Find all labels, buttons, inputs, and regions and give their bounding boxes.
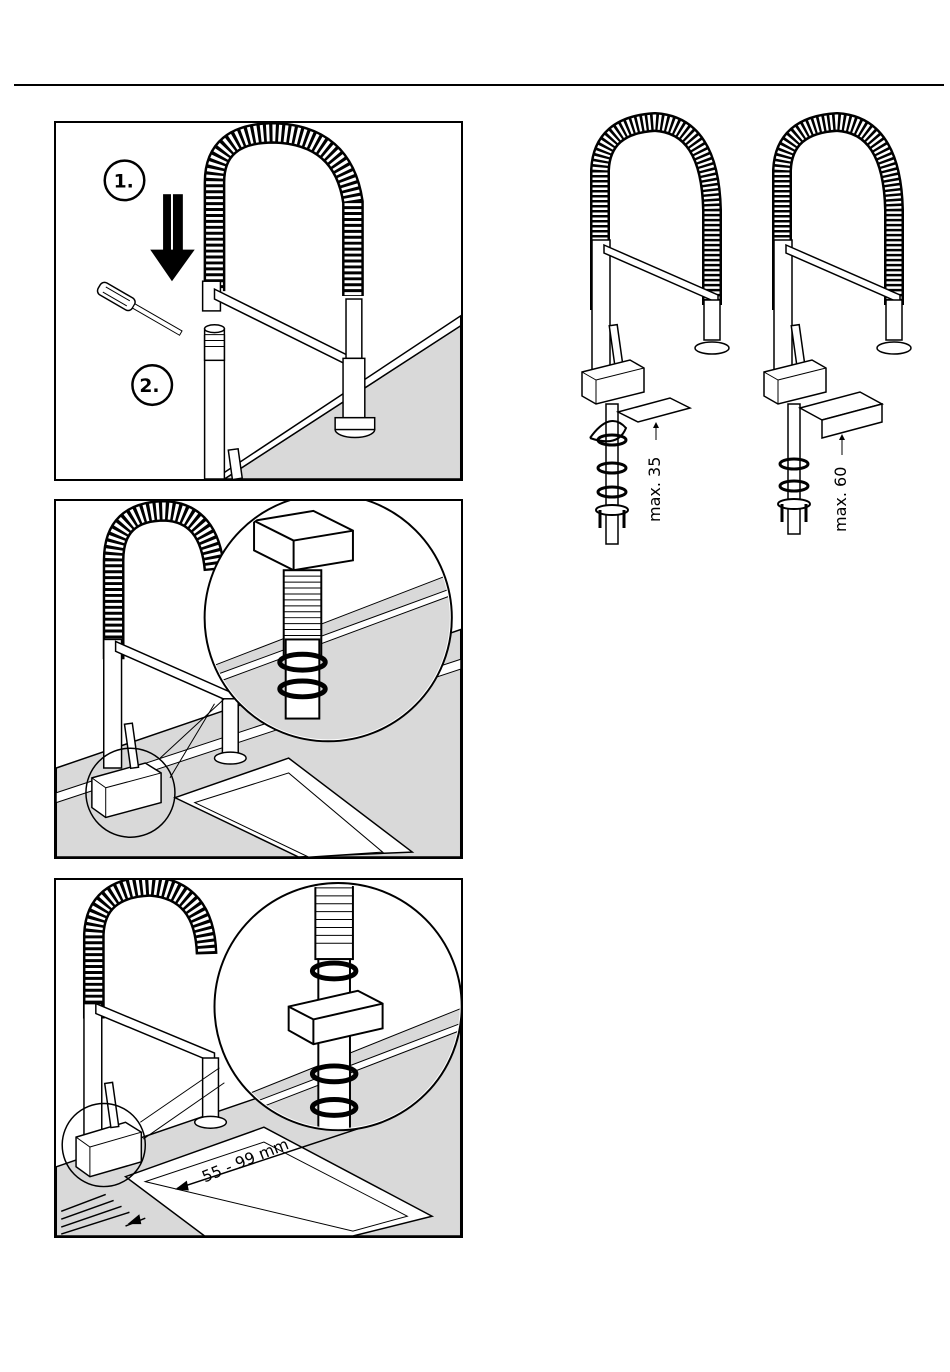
down-arrow-icon bbox=[150, 194, 194, 281]
faucet-thick-counter: max. 60 bbox=[764, 122, 911, 534]
faucet-thin-counter: max. 35 bbox=[582, 122, 729, 544]
screwdriver-icon bbox=[96, 281, 184, 340]
faucet-illustration bbox=[56, 501, 461, 857]
step-1-label: 1. bbox=[114, 171, 134, 192]
faucet-illustration: 55 - 99 mm bbox=[56, 880, 461, 1236]
gasket-detail-panel bbox=[54, 499, 463, 859]
header-rule bbox=[14, 84, 944, 86]
mounting-distance-panel: 55 - 99 mm bbox=[54, 878, 463, 1238]
max-35-label: max. 35 bbox=[645, 457, 664, 522]
counter-thickness-figure: max. 35 max. 60 bbox=[560, 110, 940, 550]
step-2-label: 2. bbox=[139, 376, 159, 397]
step-1-2-panel: 1. 2. bbox=[54, 121, 463, 481]
max-60-label: max. 60 bbox=[831, 467, 850, 532]
faucet-illustration: 1. 2. bbox=[56, 123, 461, 479]
faucet-illustration: max. 35 max. 60 bbox=[560, 110, 940, 550]
